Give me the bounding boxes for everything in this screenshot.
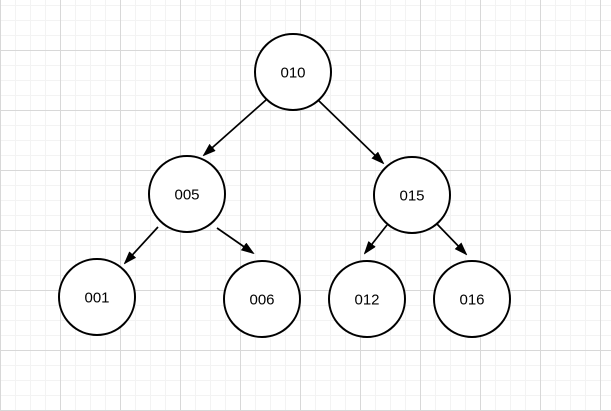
- node-circle: [328, 260, 406, 338]
- edge-015-to-016[interactable]: [436, 223, 466, 254]
- node-circle: [58, 258, 136, 336]
- tree-node-001[interactable]: 001: [58, 258, 136, 336]
- edge-line: [317, 99, 383, 163]
- edge-010-to-015[interactable]: [317, 99, 383, 163]
- node-label: 012: [354, 291, 379, 308]
- tree-node-016[interactable]: 016: [433, 260, 511, 338]
- edge-line: [365, 224, 388, 253]
- edge-line: [436, 223, 466, 254]
- node-circle: [373, 156, 451, 234]
- node-circle: [433, 260, 511, 338]
- node-circle: [223, 260, 301, 338]
- node-label: 001: [84, 289, 109, 306]
- edge-015-to-012[interactable]: [365, 224, 388, 253]
- edge-line: [125, 226, 159, 263]
- tree-node-010[interactable]: 010: [254, 33, 332, 111]
- edge-005-to-006[interactable]: [216, 227, 253, 253]
- edge-005-to-001[interactable]: [125, 226, 159, 263]
- tree-node-015[interactable]: 015: [373, 156, 451, 234]
- node-label: 005: [174, 186, 199, 203]
- node-label: 006: [249, 291, 274, 308]
- node-label: 016: [459, 291, 484, 308]
- edge-line: [204, 99, 267, 155]
- edge-010-to-005[interactable]: [204, 99, 267, 155]
- edge-line: [216, 227, 253, 253]
- node-circle: [148, 155, 226, 233]
- node-label: 010: [280, 64, 305, 81]
- tree-node-012[interactable]: 012: [328, 260, 406, 338]
- tree-node-005[interactable]: 005: [148, 155, 226, 233]
- node-circle: [254, 33, 332, 111]
- tree-node-006[interactable]: 006: [223, 260, 301, 338]
- node-label: 015: [399, 187, 424, 204]
